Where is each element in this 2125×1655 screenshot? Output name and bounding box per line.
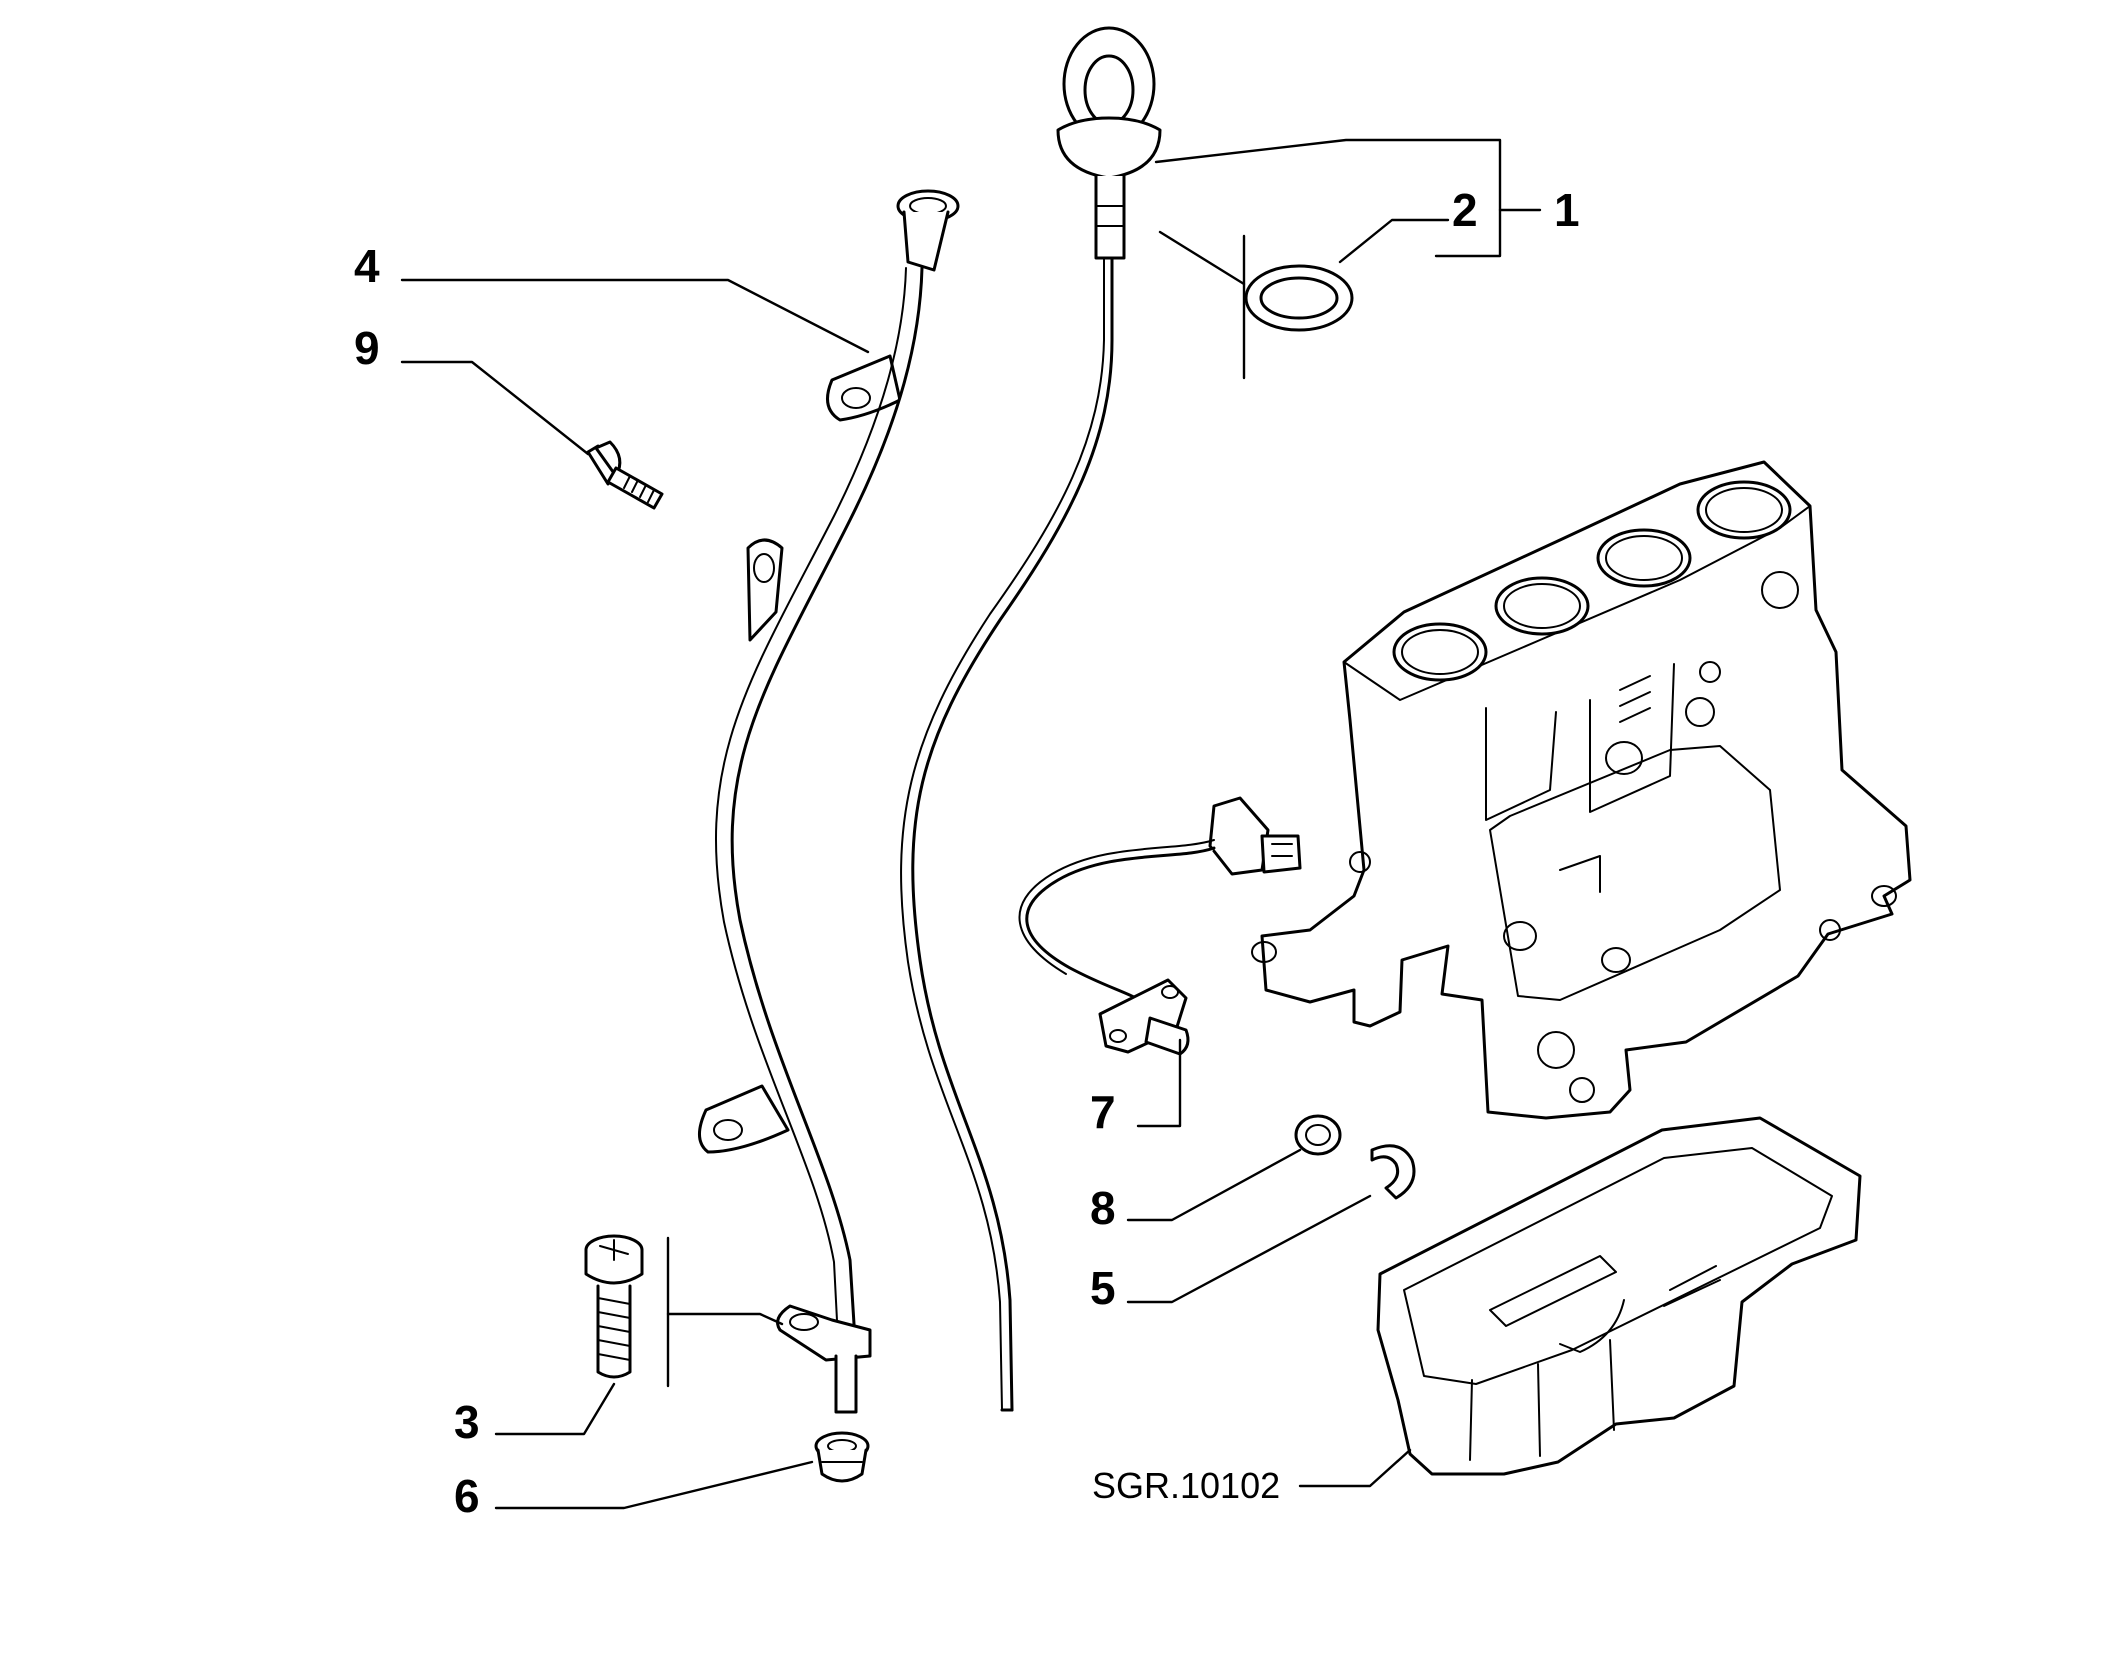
callout-1: 1 <box>1554 184 1580 236</box>
screw-part <box>584 1234 644 1379</box>
callout-8: 8 <box>1090 1182 1116 1234</box>
leader-lines <box>400 138 1542 1510</box>
drain-plug-part <box>814 1431 870 1483</box>
sensor-with-cable-part <box>1018 796 1302 1056</box>
leader-line-4 <box>400 278 870 354</box>
callout-2: 2 <box>1452 184 1478 236</box>
leader-line-3 <box>494 1382 616 1436</box>
callout-4: 4 <box>354 240 380 292</box>
leader-line-1 <box>1154 138 1502 258</box>
circlip-part <box>1370 1144 1416 1200</box>
dipstick-guide-tube-part <box>698 189 960 1414</box>
leader-line-2 <box>1338 218 1450 264</box>
leader-line-ref <box>1298 1448 1412 1488</box>
leader-line-8 <box>1126 1148 1302 1222</box>
engine-block-illustration <box>1251 460 1912 1120</box>
leader-line-7 <box>1136 1038 1182 1128</box>
oil-pan-illustration <box>1376 1116 1862 1476</box>
o-ring-seal-part <box>1244 264 1354 332</box>
bracket-dipstick <box>1158 230 1246 286</box>
leader-line-5 <box>1126 1194 1372 1304</box>
small-o-ring-part <box>1294 1114 1342 1156</box>
callout-3: 3 <box>454 1396 480 1448</box>
callout-7: 7 <box>1090 1086 1116 1138</box>
dipstick-part <box>900 26 1162 1412</box>
leader-line-6 <box>494 1460 814 1510</box>
reference-code: SGR.10102 <box>1092 1465 1280 1506</box>
bolt-part <box>586 440 664 510</box>
callout-6: 6 <box>454 1470 480 1522</box>
callout-5: 5 <box>1090 1262 1116 1314</box>
leader-line-9 <box>400 360 590 456</box>
callout-9: 9 <box>354 322 380 374</box>
